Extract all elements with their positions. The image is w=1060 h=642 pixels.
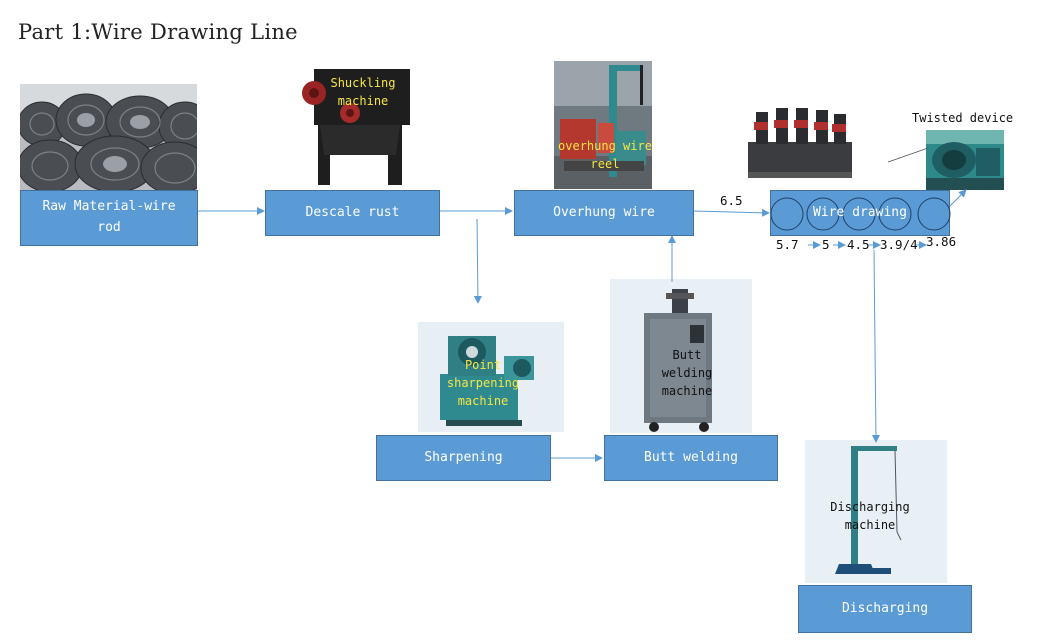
twisted-device-photo xyxy=(926,130,1004,190)
butt-welding-machine-photo xyxy=(610,279,752,433)
wire-rod-coils-photo xyxy=(20,84,197,190)
butt-welding-box: Butt welding xyxy=(604,435,778,481)
raw-material-label: Raw Material-wire rod xyxy=(42,199,176,235)
discharging-label: Discharging xyxy=(841,600,929,616)
diameter-d2: 5 xyxy=(822,237,830,252)
diameter-start: 6.5 xyxy=(720,193,743,208)
page-title: Part 1:Wire Drawing Line xyxy=(18,20,298,44)
overhung-wire-label: Overhung wire xyxy=(553,204,655,220)
wire-drawing-machine-photo xyxy=(746,100,854,180)
arrow-wiredrawing-to-twisted xyxy=(949,189,967,207)
sharpening-label: Sharpening xyxy=(424,449,503,465)
overhung-wire-reel-photo xyxy=(554,61,652,189)
wire-drawing-box: Wire drawing xyxy=(770,190,951,236)
twisted-device-pointer xyxy=(887,147,929,163)
diameter-d5: 3.86 xyxy=(926,234,957,249)
diameter-d3: 4.5 xyxy=(847,237,870,252)
sharpening-box: Sharpening xyxy=(376,435,551,481)
point-sharpening-machine-label: Point sharpening machine xyxy=(446,358,520,408)
arrow-descale-to-sharpening xyxy=(473,218,482,304)
diameter-d4: 3.9/4 xyxy=(880,237,918,252)
discharging-machine-photo xyxy=(805,440,947,583)
arrow-wiredrawing-to-discharging xyxy=(871,249,880,443)
drawing-dies-icon xyxy=(771,197,951,231)
arrow-overhung-to-wiredrawing xyxy=(693,208,770,217)
descale-rust-label: Descale rust xyxy=(305,204,400,220)
overhung-wire-reel-label: overhung wire reel xyxy=(558,139,652,171)
shuckling-machine-photo xyxy=(300,63,413,188)
descale-rust-box: Descale rust xyxy=(265,190,440,236)
diameter-d1: 5.7 xyxy=(776,237,799,252)
twisted-device-label: Twisted device xyxy=(912,111,1014,125)
discharging-machine-label: Discharging machine xyxy=(830,500,910,532)
point-sharpening-machine-photo xyxy=(418,322,564,432)
raw-material-box: Raw Material-wire rod xyxy=(20,190,198,246)
overhung-wire-box: Overhung wire xyxy=(514,190,694,236)
shuckling-machine-label: Shuckling machine xyxy=(330,76,396,108)
butt-welding-label: Butt welding xyxy=(644,449,738,465)
butt-welding-machine-label: Butt welding machine xyxy=(661,348,713,398)
discharging-box: Discharging xyxy=(798,585,972,633)
wire-drawing-label: Wire drawing xyxy=(813,204,907,220)
